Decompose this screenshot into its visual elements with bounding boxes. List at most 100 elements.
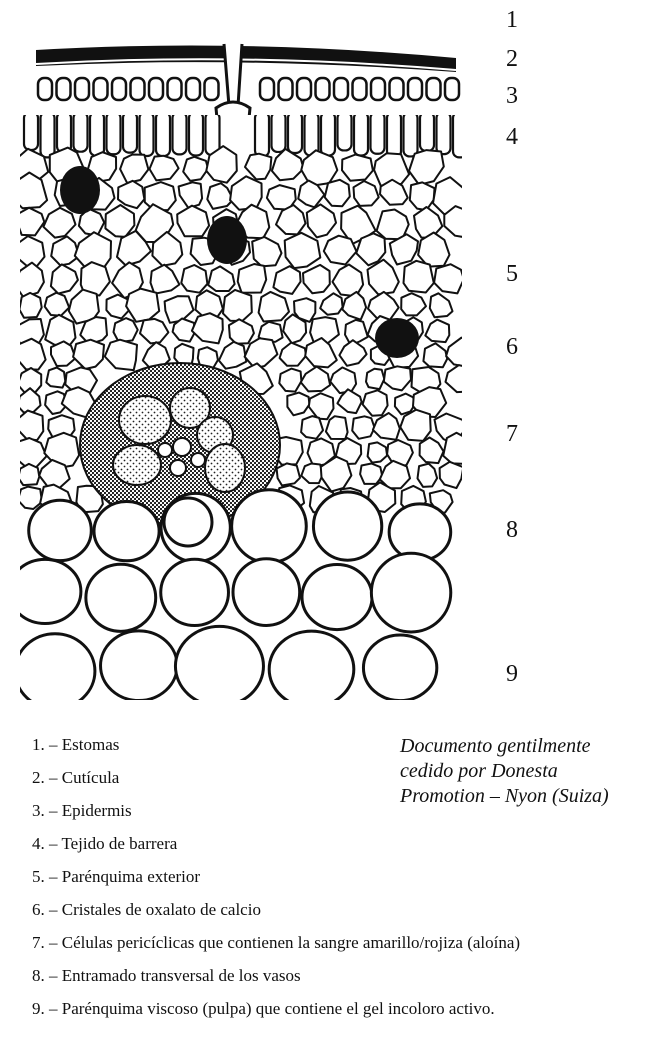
epidermis-cell [131, 78, 145, 100]
layer-number-8: 8 [506, 518, 518, 542]
parenchyma-cell [366, 369, 384, 389]
barrier-cell [404, 112, 418, 156]
epidermis-cell [38, 78, 52, 100]
layer-number-7: 7 [506, 422, 518, 446]
barrier-cell [189, 112, 203, 155]
legend-item-cristales: 6. – Cristales de oxalato de calcio [32, 900, 520, 933]
barrier-cell [338, 112, 352, 150]
legend-item-celulas-periciclicas: 7. – Células pericíclicas que contienen … [32, 933, 520, 966]
parenchyma-cell [145, 182, 176, 210]
parenchyma-cell [19, 293, 41, 318]
parenchyma-cell [326, 416, 348, 439]
barrier-cell [140, 112, 154, 156]
phloem-cell [173, 438, 191, 456]
parenchyma-cell [360, 464, 382, 484]
parenchyma-cell [45, 293, 69, 316]
epidermis-cell [390, 78, 404, 100]
credit-line-2: cedido por Donesta [400, 759, 650, 784]
epidermis-cell [334, 78, 348, 100]
barrier-cell [123, 112, 137, 153]
layer-number-9: 9 [506, 662, 518, 686]
barrier-cell [420, 112, 434, 151]
parenchyma-cell [277, 463, 300, 485]
parenchyma-cell [14, 263, 44, 297]
parenchyma-cell [114, 318, 138, 342]
barrier-cell [371, 112, 385, 154]
barrier-cell [57, 112, 71, 152]
parenchyma-cell [342, 155, 373, 181]
barrier-cell [41, 112, 55, 157]
pulp-cell [313, 492, 381, 560]
pulp-cell [86, 564, 156, 631]
pulp-cell [175, 626, 263, 706]
barrier-cell [107, 112, 121, 154]
parenchyma-cell [301, 416, 323, 439]
epidermis-cell [316, 78, 330, 100]
pulp-cell [161, 559, 229, 625]
pulp-cell [363, 635, 436, 701]
epidermis-cell [408, 78, 422, 100]
barrier-cell [305, 112, 319, 156]
epidermis-cell [260, 78, 274, 100]
parenchyma-cell [279, 369, 301, 392]
parenchyma-cell [18, 464, 39, 485]
epidermis-cell [371, 78, 385, 100]
barrier-cell [321, 112, 335, 156]
parenchyma-cell [433, 177, 468, 214]
parenchyma-cell [325, 180, 350, 207]
pulp-cell [15, 634, 95, 709]
phloem-cell [158, 443, 172, 457]
pulp-cell [101, 631, 178, 701]
epidermis-cell [75, 78, 89, 100]
parenchyma-cell [181, 265, 207, 293]
pulp-cell [232, 490, 307, 563]
phloem-cell [191, 453, 205, 467]
epidermis-cell [57, 78, 71, 100]
epidermis-cell [149, 78, 163, 100]
pulp-cell [302, 564, 372, 629]
epidermis-cell [186, 78, 200, 100]
leaf-cross-section-drawing [0, 0, 651, 720]
epidermis-cell [112, 78, 126, 100]
pulp-cell [371, 553, 450, 632]
epidermis-layer [38, 78, 459, 100]
parenchyma-cell [404, 261, 434, 293]
barrier-cell [156, 112, 170, 156]
pulp-cell [269, 631, 354, 707]
pulp-cell [29, 500, 92, 560]
legend-item-parenquima-exterior: 5. – Parénquima exterior [32, 867, 520, 900]
epidermis-cell [94, 78, 108, 100]
epidermis-cell [353, 78, 367, 100]
epidermis-cell [205, 78, 219, 100]
legend-item-parenquima-viscoso: 9. – Parénquima viscoso (pulpa) que cont… [32, 999, 520, 1032]
barrier-cell [437, 112, 451, 154]
parenchyma-cell [238, 264, 267, 293]
pulp-cell [233, 559, 300, 626]
barrier-cell [74, 112, 88, 152]
layer-number-3: 3 [506, 84, 518, 108]
epidermis-cell [445, 78, 459, 100]
layer-number-5: 5 [506, 262, 518, 286]
pulp-cell [164, 498, 212, 546]
legend-item-entramado-vasos: 8. – Entramado transversal de los vasos [32, 966, 520, 999]
barrier-cell [272, 112, 286, 152]
barrier-cell [354, 112, 368, 155]
barrier-cell [288, 112, 302, 153]
barrier-cell [206, 112, 220, 155]
pulp-cell [9, 559, 81, 623]
credit-line-1: Documento gentilmente [400, 734, 650, 759]
xylem-cluster [119, 396, 171, 444]
xylem-cluster [205, 444, 245, 492]
parenchyma-cell [443, 433, 474, 464]
credit-line-3: Promotion – Nyon (Suiza) [400, 784, 650, 809]
epidermis-cell [279, 78, 293, 100]
epidermis-cell [297, 78, 311, 100]
parenchyma-cell [46, 368, 65, 388]
xylem-cluster [113, 445, 161, 485]
layer-number-1: 1 [506, 8, 518, 32]
parenchyma-cell [352, 416, 374, 439]
barrier-cell [173, 112, 187, 154]
barrier-cell [387, 112, 401, 157]
barrier-cell [90, 112, 104, 156]
barrier-cell [255, 112, 269, 157]
